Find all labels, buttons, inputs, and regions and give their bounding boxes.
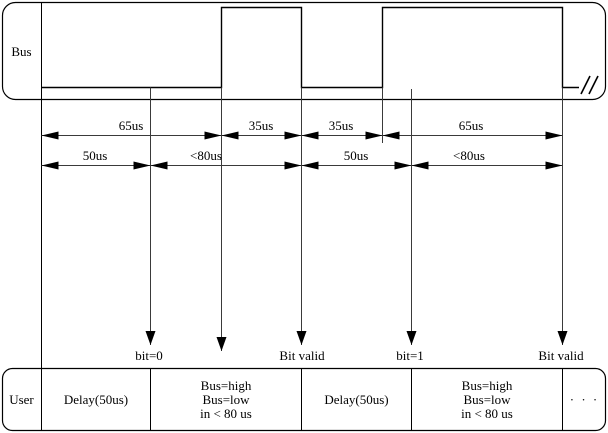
bus-row-label: Bus [11,44,32,59]
timing-label-50us-2: 50us [343,148,369,163]
timing-label-35us-2: 35us [328,118,354,133]
timing-label-50us-1: 50us [82,148,108,163]
dividers [41,2,563,431]
user-cell-delay-2: Delay(50us) [302,369,411,430]
user-cell-line: Bus=low [463,391,511,407]
user-cell-text: Delay(50us) [63,391,129,407]
ellipsis-text: · · · [569,391,600,407]
bus-waveform [41,6,579,89]
bus-box-border [1,1,607,101]
timing-label-65us-2: 65us [458,118,484,133]
user-cell-line: in < 80 us [200,405,252,421]
user-cell-line: Bus=high [200,377,252,393]
timing-label-lt80us-1: <80us [190,148,222,163]
annotation-bit1: bit=1 [396,348,424,363]
user-cell-line: Bus=low [202,391,250,407]
extension-lines [145,87,568,351]
timing-label-35us-1: 35us [248,118,274,133]
user-box-border [1,367,607,432]
user-cell-bus-actions-1: Bus=high Bus=low in < 80 us [151,369,301,430]
user-row-label: User [9,392,34,407]
user-cell-delay-1: Delay(50us) [42,369,150,430]
user-cell-line: in < 80 us [461,405,513,421]
user-cell-continuation: · · · [563,369,606,430]
user-cell-text: Delay(50us) [324,391,389,407]
user-cell-bus-actions-2: Bus=high Bus=low in < 80 us [412,369,562,430]
annotation-bit0: bit=0 [135,348,163,363]
annotation-bit-valid-2: Bit valid [538,348,584,363]
waveform-break-icon [580,75,599,95]
user-cell-line: Bus=high [461,377,513,393]
timing-label-65us-1: 65us [118,118,144,133]
timing-label-lt80us-2: <80us [453,148,485,163]
annotation-bit-valid-1: Bit valid [279,348,325,363]
